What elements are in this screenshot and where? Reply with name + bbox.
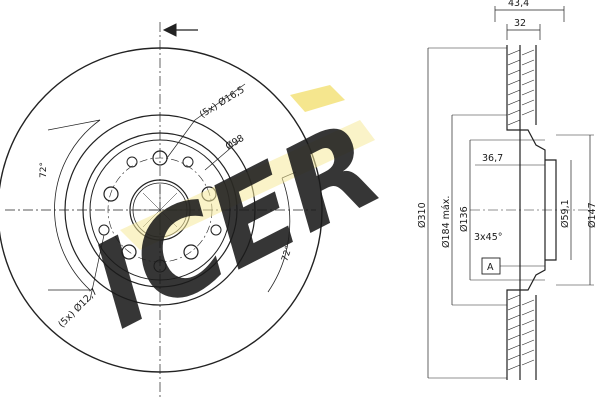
icer-logo-watermark: ICER: [70, 85, 402, 355]
disc-outer-edge: [0, 47, 323, 373]
label-reference: A: [487, 262, 494, 273]
leader-bolt-hole-2: [194, 83, 246, 121]
logo-accent-shape-2: [120, 120, 375, 250]
logo-wordmark: ICER: [70, 95, 402, 355]
small-hole: [182, 156, 194, 168]
small-hole: [153, 259, 167, 273]
label-bolt-hole: (5x) Ø16,5: [198, 84, 247, 120]
hat-outer-edge: [82, 132, 238, 288]
label-chamfer: 3x45°: [474, 232, 503, 243]
label-small-hole: (5x) Ø12,7: [56, 286, 100, 330]
leader-pitch: [204, 139, 241, 171]
leader-bolt-hole: [166, 119, 196, 159]
label-center-bore: Ø59,1: [560, 199, 571, 228]
logo-accent-shape: [290, 85, 345, 112]
bolt-hole: [183, 244, 199, 260]
label-friction-diameter: Ø184 máx.: [441, 196, 452, 248]
hat-inner-edge: [89, 139, 231, 281]
label-hub-width: 32: [514, 18, 526, 29]
label-total-width: 43,4: [508, 0, 529, 9]
rotor-profile-top: [506, 45, 546, 380]
small-hole: [210, 224, 222, 236]
label-angle-right: 72°: [280, 245, 294, 263]
vent-hatching: [507, 49, 535, 371]
bolt-hole: [103, 186, 119, 202]
label-angle-left: 72°: [39, 162, 49, 178]
disc-friction-inner: [64, 114, 256, 306]
label-outer-diameter: Ø310: [417, 202, 428, 228]
side-view-labels: 43,4 32 Ø310 Ø184 máx. Ø136 36,7 3x45° Ø…: [417, 0, 598, 273]
label-hat-outer-diameter: Ø147: [587, 202, 598, 228]
small-hole: [126, 156, 138, 168]
small-holes: [98, 156, 222, 273]
label-hat-height: 36,7: [482, 153, 503, 164]
angle-arc-right: [267, 177, 291, 293]
bolt-hole: [121, 244, 137, 260]
angle-arc-left: [54, 119, 101, 291]
angle-tick-left-1: [47, 119, 101, 131]
label-hat-diameter: Ø136: [459, 206, 470, 232]
section-arrow-head: [162, 23, 177, 37]
side-view: [427, 6, 594, 380]
leader-small-hole: [89, 234, 105, 301]
